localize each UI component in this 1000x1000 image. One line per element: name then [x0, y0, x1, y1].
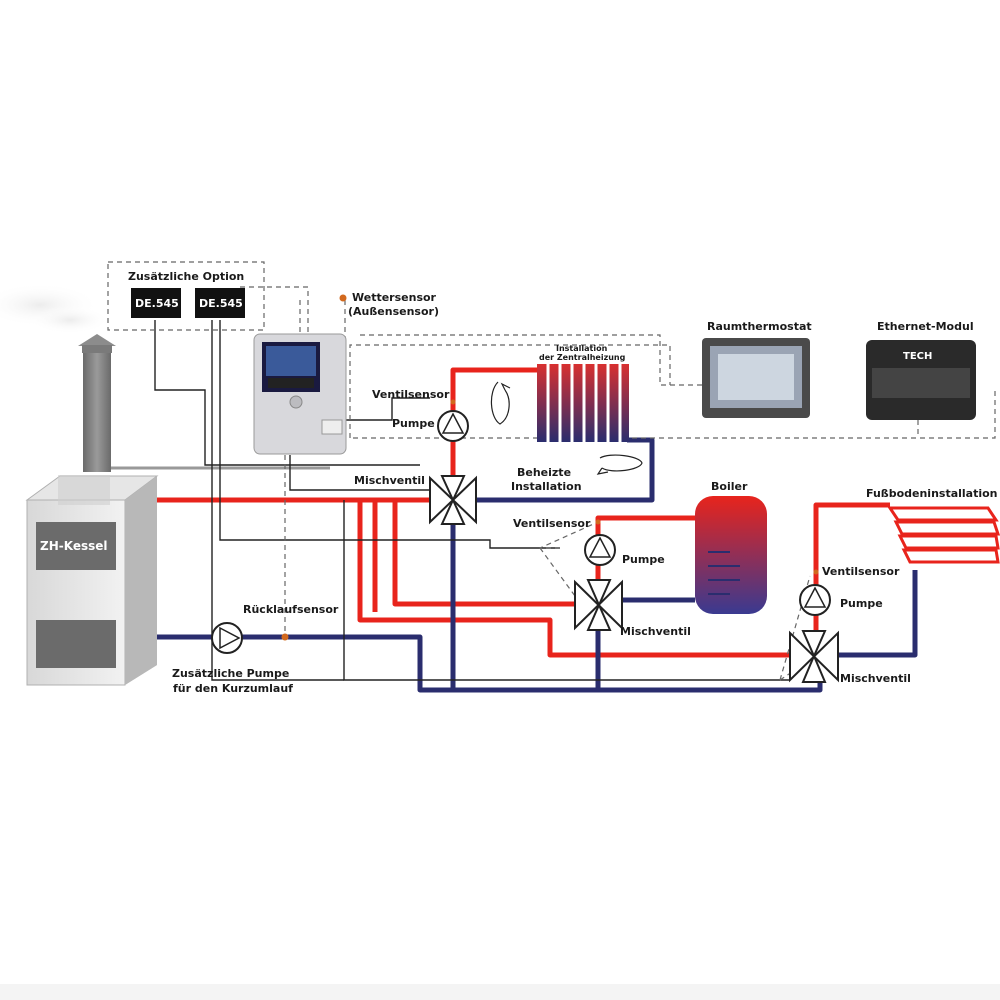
central-heating-boiler [25, 475, 159, 686]
ethernet-module-label: Ethernet-Modul [877, 320, 974, 333]
chimney [78, 334, 330, 472]
extra-pump [211, 622, 243, 654]
de545-module-2 [195, 288, 245, 318]
circuit-1-mixing-valve [429, 475, 477, 525]
bottom-strip [0, 984, 1000, 1000]
de545-module-1 [131, 288, 181, 318]
supply-pipes [157, 367, 890, 658]
tech-logo: TECH [903, 351, 932, 362]
return-sensor-label: Rücklaufsensor [243, 603, 339, 616]
weather-sensor-label-1: Wettersensor [352, 291, 437, 304]
heated-installation-label-1: Beheizte [517, 466, 571, 479]
room-thermostat-label: Raumthermostat [707, 320, 812, 333]
ethernet-module [866, 340, 976, 420]
smoke [30, 306, 110, 334]
circuit-3-mixing-valve [789, 630, 839, 683]
circuit-2-valve-sensor-label: Ventilsensor [513, 517, 591, 530]
room-thermostat [702, 338, 810, 418]
circuit-1-pump-label: Pumpe [392, 417, 435, 430]
circuit-3-pump-label: Pumpe [840, 597, 883, 610]
option-box-title: Zusätzliche Option [128, 270, 244, 283]
heated-installation-label-2: Installation [511, 480, 582, 493]
circuit-2-mixing-valve-label: Mischventil [620, 625, 691, 638]
floor-heating-label: Fußbodeninstallation [866, 487, 998, 500]
central-heating-label-2: der Zentralheizung [539, 353, 626, 362]
circuit-3-valve-sensor-label: Ventilsensor [822, 565, 900, 578]
circuit-1-mixing-valve-label: Mischventil [354, 474, 425, 487]
dashed-wires [107, 261, 996, 681]
circuit-2-mixing-valve [574, 579, 623, 631]
circuit-3-pump [799, 584, 831, 616]
weather-sensor-label-2: (Außensensor) [348, 305, 439, 318]
main-controller [253, 333, 347, 455]
circuit-1-pump [437, 410, 469, 442]
flow-arrows [490, 381, 643, 475]
central-heating-label-1: Installation [556, 344, 608, 353]
circuit-2-pump-label: Pumpe [622, 553, 665, 566]
floor-heating-panels [887, 506, 1000, 564]
water-tank-label: Boiler [711, 480, 748, 493]
circuit-2-pump [584, 534, 616, 566]
signal-wires [154, 320, 790, 681]
boiler-label: ZH-Kessel [40, 539, 108, 553]
extra-pump-label-2: für den Kurzumlauf [173, 682, 293, 695]
circuit-1-valve-sensor-label: Ventilsensor [372, 388, 450, 401]
de545-module-2-label: DE.545 [199, 297, 243, 310]
de545-module-1-label: DE.545 [135, 297, 179, 310]
sensor-dots [281, 294, 819, 641]
circuit-3-mixing-valve-label: Mischventil [840, 672, 911, 685]
radiator [537, 364, 629, 442]
return-pipes [157, 437, 918, 693]
extra-pump-label-1: Zusätzliche Pumpe [172, 667, 289, 680]
water-tank [695, 496, 767, 614]
